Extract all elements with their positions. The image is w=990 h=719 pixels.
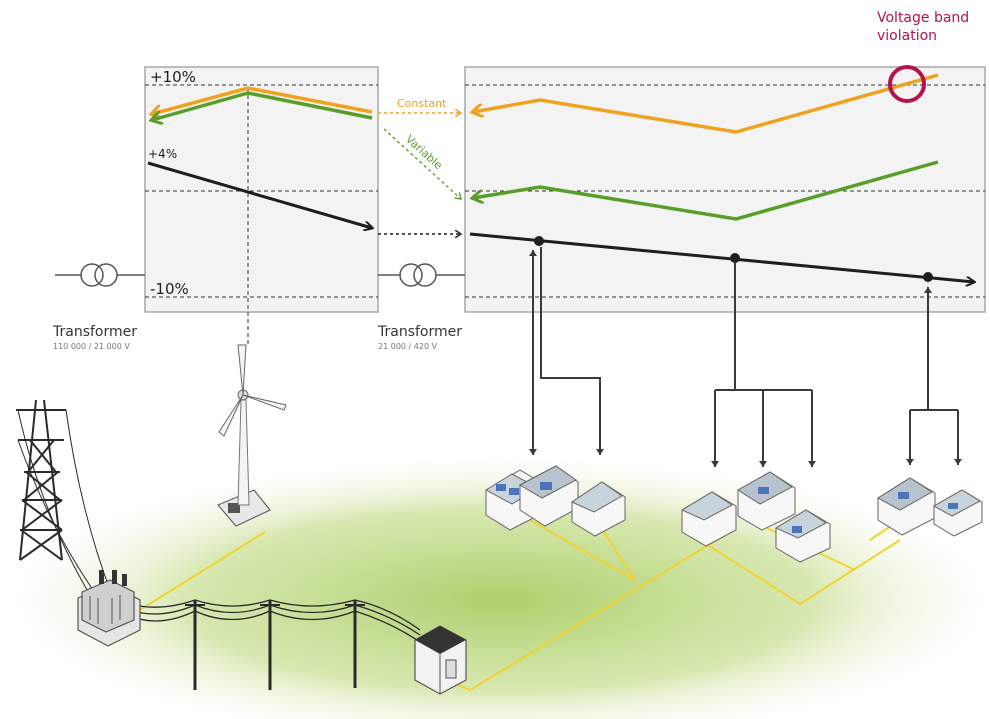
house-icon	[680, 491, 737, 547]
setpoint-label: +4%	[148, 147, 177, 161]
transformer-2-rating: 21 000 / 420 V	[378, 342, 438, 351]
house-icon	[518, 465, 579, 527]
lower-limit-label: -10%	[150, 280, 189, 298]
transformer-1-rating: 110 000 / 21 000 V	[53, 342, 130, 351]
variable-voltage-line-lv	[473, 160, 939, 221]
constant-label: Constant	[397, 97, 447, 110]
constant-voltage-line-mv	[152, 86, 373, 114]
feeder-node-2	[730, 253, 740, 263]
voltage-profile-line-lv	[469, 232, 974, 282]
medium-voltage-panel: +10% -10% +4%	[144, 66, 379, 345]
violation-circle	[888, 65, 926, 103]
violation-label-line1: Voltage band	[877, 10, 969, 26]
feeder-node-1	[534, 236, 544, 246]
wind-turbine-icon	[217, 344, 287, 527]
house-icon	[774, 509, 831, 563]
transformer-1-label: Transformer	[52, 324, 137, 340]
upper-limit-label: +10%	[150, 68, 196, 86]
overhead-power-line	[129, 599, 421, 690]
low-voltage-panel	[464, 65, 986, 313]
house-icon	[737, 471, 796, 531]
variable-voltage-line-mv	[152, 91, 373, 120]
violation-label-line2: violation	[877, 28, 937, 44]
feeder-connections	[529, 247, 962, 467]
transformer-symbol-icon	[55, 263, 145, 287]
substation-transformer-icon	[77, 570, 141, 647]
feeder-node-3	[923, 272, 933, 282]
transformer-symbol-icon	[378, 263, 465, 287]
house-icon	[932, 489, 983, 537]
distribution-station-icon	[414, 625, 467, 695]
constant-voltage-line-lv	[473, 73, 939, 134]
variable-connector-arrow	[383, 128, 461, 199]
house-icon	[570, 481, 626, 537]
voltage-profile-line-mv	[147, 161, 372, 228]
transformer-2-label: Transformer	[377, 324, 462, 340]
pylon-icon	[16, 399, 111, 601]
